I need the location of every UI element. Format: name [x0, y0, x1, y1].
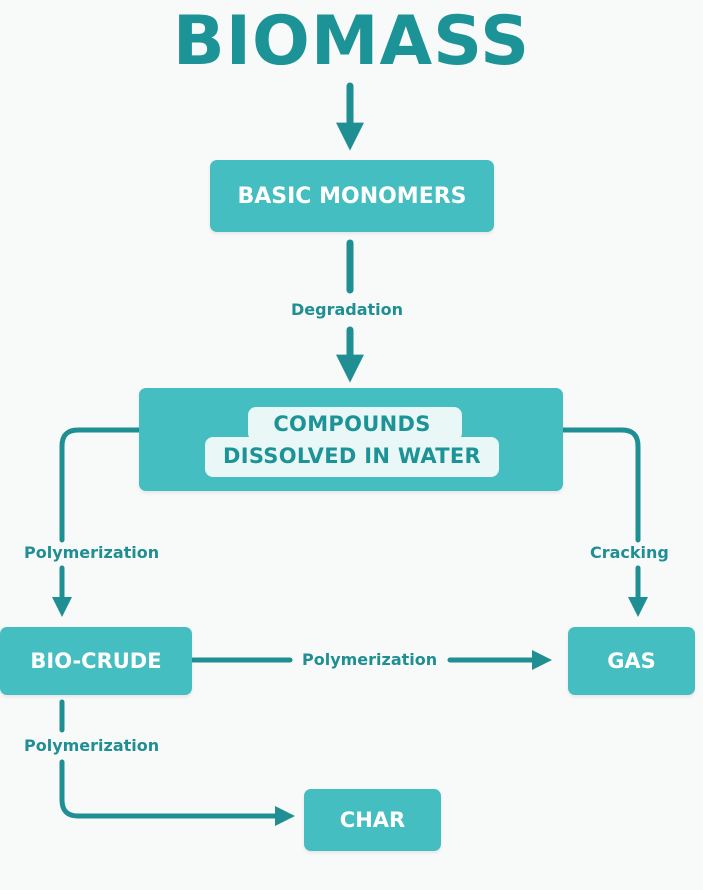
arrow-polymerization-bottom-to-char	[59, 759, 295, 826]
label-polymerization-middle: Polymerization	[302, 650, 438, 669]
arrow-compounds-to-polymerization-left	[59, 427, 143, 543]
label-polymerization-left: Polymerization	[24, 543, 160, 562]
node-compounds-line1: COMPOUNDS	[273, 412, 431, 436]
node-gas: GAS	[568, 627, 695, 695]
label-cracking: Cracking	[590, 543, 669, 562]
node-basic-monomers: BASIC MONOMERS	[210, 160, 494, 232]
node-char: CHAR	[304, 789, 441, 851]
arrow-compounds-to-cracking	[560, 427, 641, 543]
node-compounds-inner-panel	[205, 437, 499, 477]
node-compounds-line2: DISSOLVED IN WATER	[222, 444, 481, 468]
node-compounds-inner-tab	[248, 407, 462, 441]
diagram-title: BIOMASS	[172, 2, 531, 81]
label-polymerization-bottom: Polymerization	[24, 736, 160, 755]
label-degradation: Degradation	[291, 300, 404, 319]
node-bio-crude: BIO-CRUDE	[0, 627, 192, 695]
node-compounds-label: COMPOUNDS DISSOLVED IN WATER	[205, 408, 499, 472]
